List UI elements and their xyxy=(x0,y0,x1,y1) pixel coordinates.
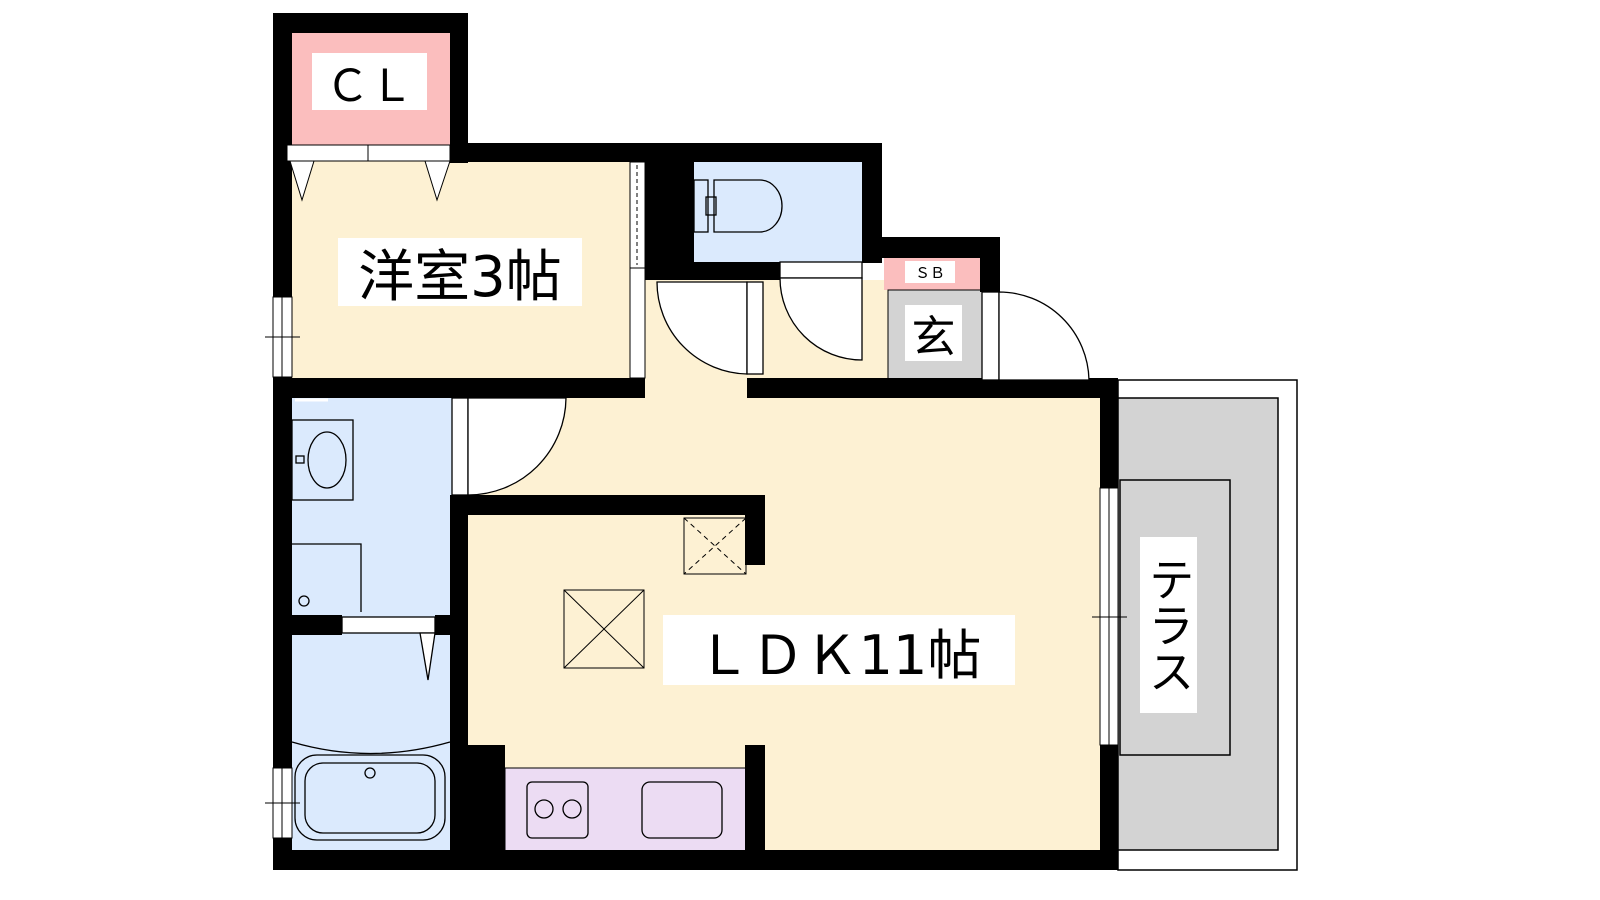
closet-label: ＣＬ xyxy=(312,53,427,112)
sliding-partition xyxy=(629,161,646,379)
washing-machine-space xyxy=(292,398,362,612)
refrigerator-space xyxy=(563,589,645,669)
storage-space xyxy=(683,517,747,575)
windows xyxy=(265,296,1127,839)
terrace-label: テラス xyxy=(1140,537,1197,713)
toilet-floor xyxy=(694,162,864,262)
bathtub xyxy=(291,741,451,841)
toilet-fixture xyxy=(693,179,783,233)
kitchen-sink-icon xyxy=(641,781,723,839)
closet-folding-door xyxy=(286,144,451,202)
shoe-box-label: ＳＢ xyxy=(905,261,955,283)
washbasin xyxy=(291,419,354,501)
walls xyxy=(273,13,1118,870)
kitchen-counter xyxy=(504,767,748,853)
ldk-label: ＬＤＫ11帖 xyxy=(663,615,1015,687)
western-room-label: 洋室3帖 xyxy=(338,238,582,310)
doors xyxy=(341,261,1090,681)
stove-icon xyxy=(526,781,589,839)
entrance-label: 玄 xyxy=(905,305,962,363)
